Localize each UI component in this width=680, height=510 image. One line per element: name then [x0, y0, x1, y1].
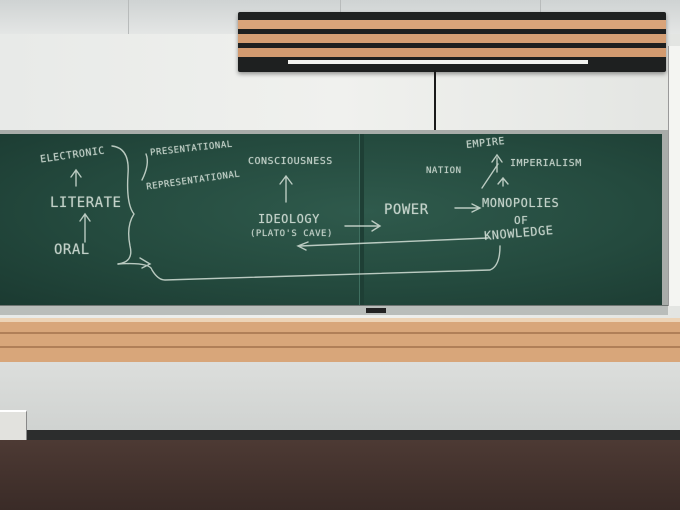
- lower-wall: [0, 362, 680, 434]
- chalk-arrow: [344, 220, 382, 232]
- projection-screen-edge: [668, 46, 680, 306]
- chalk-word-power: POWER: [384, 202, 429, 218]
- chalk-word-nation: NATION: [426, 166, 462, 176]
- ceiling-tile-edge: [128, 0, 129, 34]
- chalk-brace: [141, 153, 149, 181]
- chalk-slash: [481, 163, 499, 189]
- desk-corner: [0, 410, 27, 440]
- fixture-light-tube: [288, 60, 588, 64]
- chalk-arrow: [497, 176, 509, 187]
- carpet-floor: [0, 440, 680, 510]
- chalk-arrow: [79, 212, 91, 243]
- chalk-brace: [111, 145, 135, 265]
- chalk-word-of: OF: [514, 214, 529, 227]
- ledge-highlight: [0, 318, 680, 322]
- ledge-groove: [0, 346, 680, 348]
- eraser: [366, 308, 386, 313]
- chalk-arrow: [454, 203, 482, 213]
- chalk-tray: [0, 305, 668, 315]
- chalkboard-seam: [359, 134, 364, 306]
- chalk-connector: [117, 245, 501, 281]
- baseboard: [0, 430, 680, 440]
- chalkboard: [0, 134, 662, 306]
- chalk-word-oral: ORAL: [54, 242, 90, 258]
- chalk-drawings: [70, 145, 509, 281]
- chalk-word-consciousness: CONSCIOUSNESS: [248, 156, 333, 167]
- chalk-arrow: [491, 153, 503, 173]
- fixture-wood-strip: [238, 48, 666, 57]
- fixture-wood-strip: [238, 20, 666, 29]
- chalk-word-ideology: IDEOLOGY: [258, 212, 320, 226]
- chalk-arrow: [70, 168, 82, 187]
- wood-ledge: [0, 318, 680, 362]
- chalk-word-literate: LITERATE: [50, 195, 122, 211]
- ledge-groove: [0, 332, 680, 334]
- chalk-word-platos-cave: (PLATO'S CAVE): [250, 229, 333, 239]
- chalk-connector: [296, 237, 489, 251]
- light-fixture: [238, 12, 666, 72]
- chalk-word-monopolies: MONOPOLIES: [482, 196, 560, 210]
- fixture-wood-strip: [238, 34, 666, 43]
- power-cord: [434, 70, 436, 170]
- chalk-arrow: [279, 174, 293, 203]
- chalk-connector: [139, 257, 152, 269]
- chalk-word-imperialism: IMPERIALISM: [510, 158, 582, 169]
